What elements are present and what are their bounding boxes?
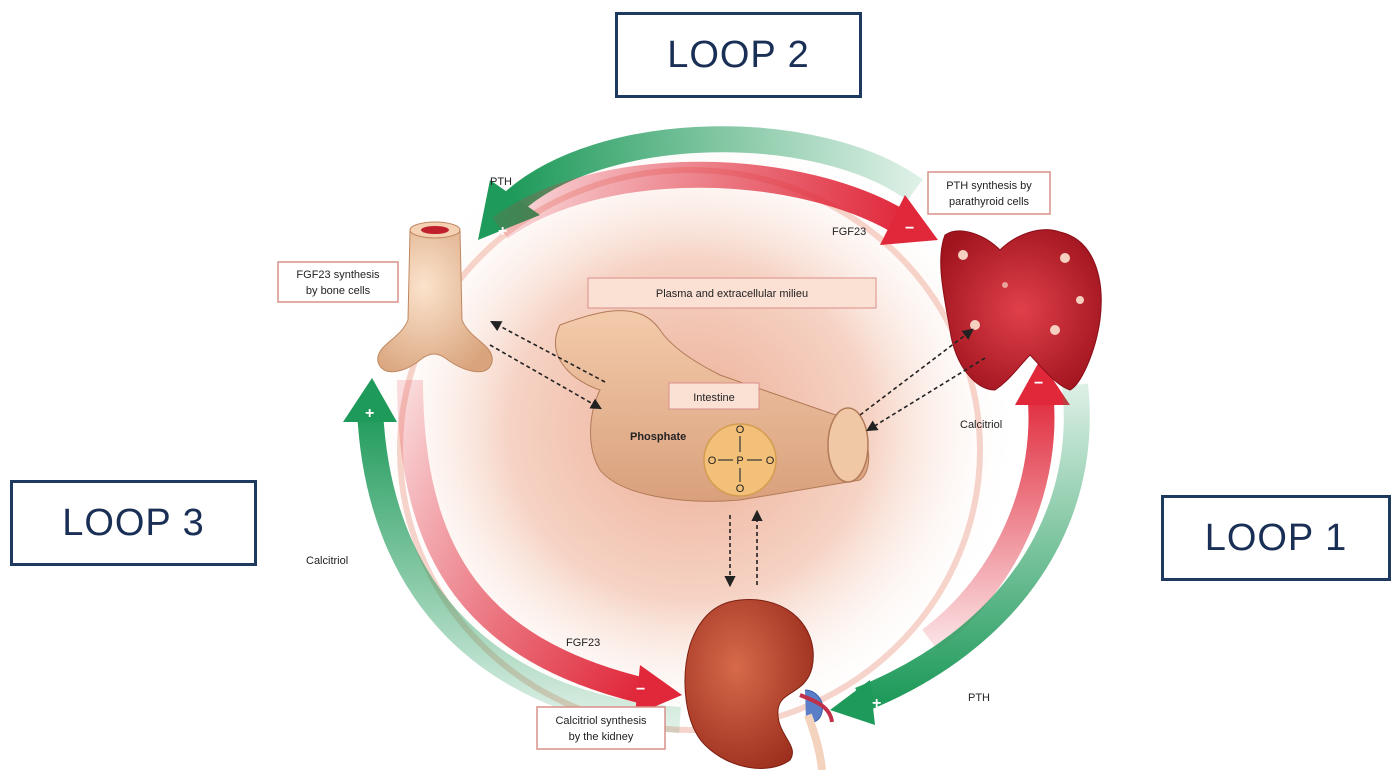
loop-3-label: LOOP 3: [62, 502, 205, 545]
intestine-label: Intestine: [693, 392, 735, 404]
minus-sign-calcitriol-right: −: [1034, 375, 1043, 392]
phosphate-oxygen-left: O: [708, 455, 717, 467]
plus-sign-pth-top: +: [498, 223, 507, 240]
phosphate-oxygen-bottom: O: [736, 483, 745, 495]
loop-3-box: LOOP 3: [10, 480, 257, 566]
phosphate-oxygen-right: O: [766, 455, 775, 467]
kidney-label-line2: by the kidney: [569, 731, 634, 743]
fgf23-label-top: FGF23: [832, 226, 866, 238]
calcitriol-label-right: Calcitriol: [960, 419, 1002, 431]
fgf23-label-bottom: FGF23: [566, 637, 600, 649]
phosphate-center: P: [736, 455, 743, 467]
minus-sign-fgf23-bottom: −: [636, 681, 645, 698]
plasma-label: Plasma and extracellular milieu: [656, 288, 808, 300]
phosphate-oxygen-top: O: [736, 424, 745, 436]
loop-2-label: LOOP 2: [667, 34, 810, 77]
pth-label-top: PTH: [490, 176, 512, 188]
loop-1-label: LOOP 1: [1205, 517, 1348, 560]
calcitriol-label-left: Calcitriol: [306, 555, 348, 567]
plus-sign-calcitriol-left: +: [365, 405, 374, 422]
minus-sign-fgf23-top: −: [905, 220, 914, 237]
parathyroid-label-line1: PTH synthesis by: [946, 180, 1032, 192]
parathyroid-illustration: [941, 230, 1101, 390]
loop-1-box: LOOP 1: [1161, 495, 1391, 581]
bone-label-line1: FGF23 synthesis: [296, 269, 380, 281]
parathyroid-label-line2: parathyroid cells: [949, 196, 1030, 208]
kidney-label-line1: Calcitriol synthesis: [555, 715, 647, 727]
loop-2-box: LOOP 2: [615, 12, 862, 98]
pth-label-bottom: PTH: [968, 692, 990, 704]
phosphate-label: Phosphate: [630, 431, 686, 443]
plus-sign-pth-bottom: +: [872, 695, 881, 712]
bone-label-line2: by bone cells: [306, 285, 371, 297]
